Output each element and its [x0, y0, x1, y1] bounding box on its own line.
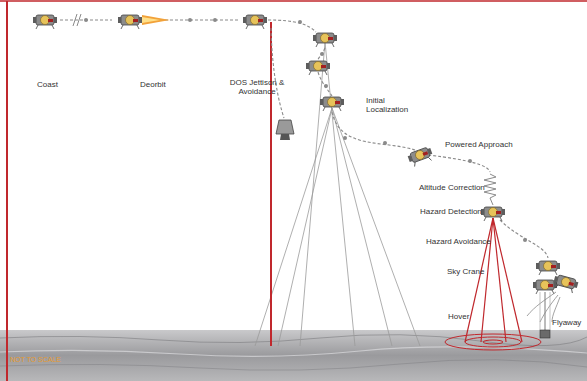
stage-label: Altitude Correction	[419, 183, 485, 192]
stage-label: Sky Crane	[447, 267, 484, 276]
stage-label: Hover	[448, 312, 469, 321]
scale-note: NOT TO SCALE	[10, 355, 61, 364]
stage-label: Coast	[37, 80, 58, 89]
stage-label: Hazard Avoidance	[426, 237, 491, 246]
stage-label: DOS Jettison & Avoidance	[228, 78, 286, 96]
stage-label: Powered Approach	[445, 140, 513, 149]
stage-label: Flyaway	[552, 318, 581, 327]
stage-label: Deorbit	[140, 80, 166, 89]
stage-label: Initial Localization	[366, 96, 418, 114]
stage-label: Hazard Detection	[420, 207, 482, 216]
